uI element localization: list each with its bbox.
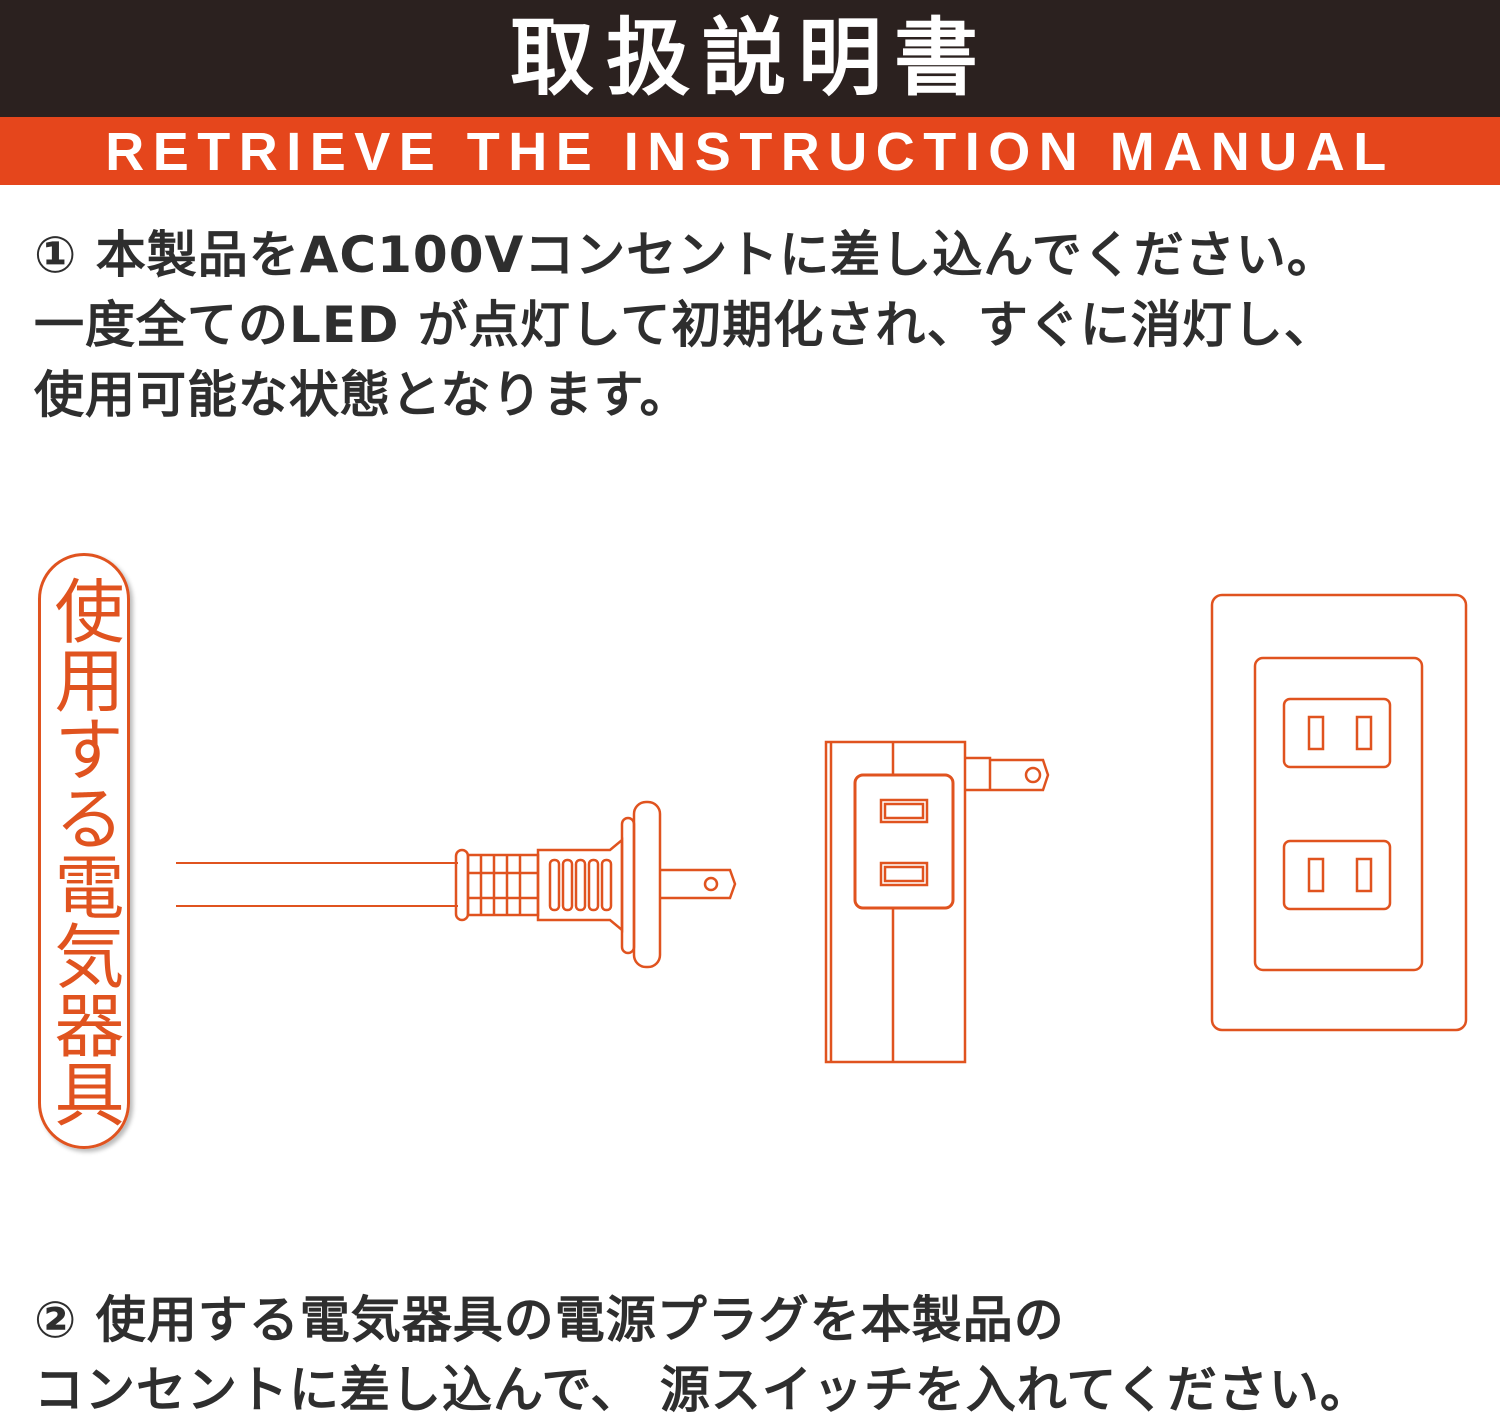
step2-line-1: ② 使用する電気器具の電源プラグを本製品の (34, 1291, 1065, 1349)
appliance-label-text: 使用する電気器具 (43, 575, 125, 1127)
power-strip-icon (824, 740, 1050, 1064)
step1-line-3: 使用可能な状態となります。 (34, 366, 691, 424)
page-subtitle: RETRIEVE THE INSTRUCTION MANUAL (0, 117, 1500, 185)
appliance-label: 使用する電気器具 (38, 553, 130, 1149)
step1-line-1: ① 本製品をAC100Vコンセントに差し込んでください。 (34, 226, 1338, 284)
step1-line-2: 一度全てのLED が点灯して初期化され、すぐに消灯し、 (34, 296, 1335, 354)
wall-outlet-icon (1210, 593, 1468, 1032)
appliance-plug-icon (176, 800, 737, 969)
page-title: 取扱説明書 (0, 0, 1500, 117)
step2-line-2: コンセントに差し込んで、 源スイッチを入れてください。 (34, 1361, 1371, 1419)
